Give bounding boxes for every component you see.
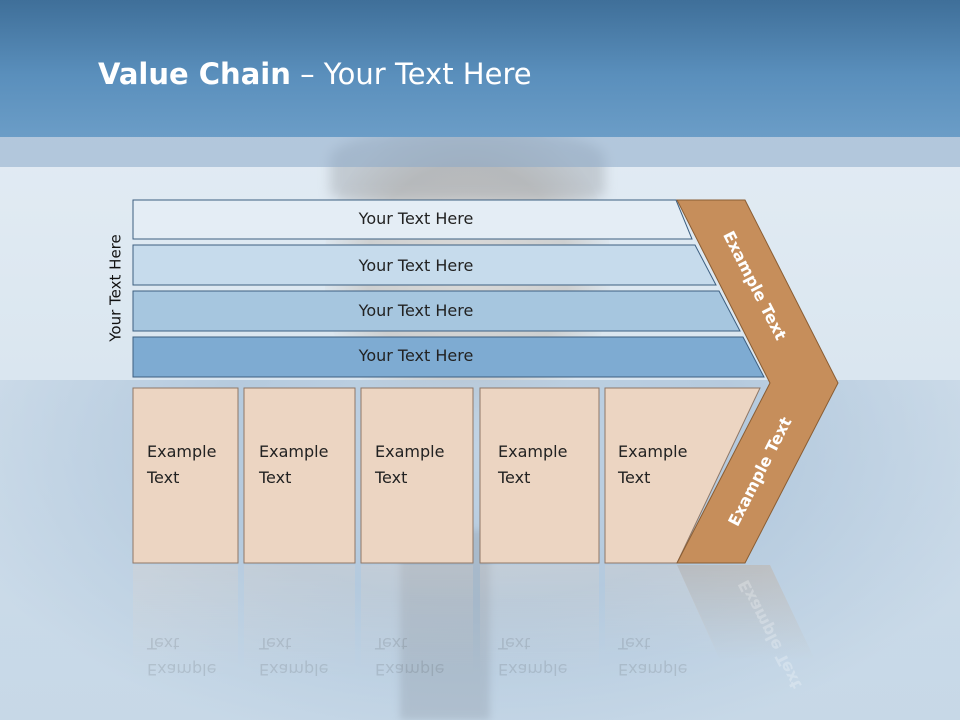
box-4-reflection: Example Text	[498, 630, 588, 682]
bar-1-label: Your Text Here	[358, 209, 474, 228]
box-3-line-2: Text	[375, 468, 408, 487]
chevron-shape	[676, 199, 839, 564]
box-5-reflection-line-1: Example	[618, 660, 688, 679]
box-2-label: Example Text	[259, 439, 349, 491]
box-2-line-1: Example	[259, 442, 329, 461]
box-1-shape	[132, 387, 239, 564]
bar-3-label: Your Text Here	[358, 301, 474, 320]
box-2-reflection-line-1: Example	[259, 660, 329, 679]
box-3-reflection-line-2: Text	[375, 634, 408, 653]
title-banner-strip	[0, 137, 960, 167]
box-2-line-2: Text	[259, 468, 292, 487]
bar-2-label: Your Text Here	[358, 256, 474, 275]
box-1-line-2: Text	[147, 468, 180, 487]
box-4-label: Example Text	[498, 439, 588, 491]
box-5-label: Example Text	[618, 439, 708, 491]
box-3-reflection-line-1: Example	[375, 660, 445, 679]
bar-4-label: Your Text Here	[358, 346, 474, 365]
box-4-line-1: Example	[498, 442, 568, 461]
slide-title-bold: Value Chain	[98, 57, 291, 91]
box-1-label: Example Text	[147, 439, 237, 491]
box-1-reflection-line-1: Example	[147, 660, 217, 679]
box-1-reflection-line-2: Text	[147, 634, 180, 653]
bar-1-shape	[132, 199, 693, 240]
box-3-line-1: Example	[375, 442, 445, 461]
box-5-reflection-line-2: Text	[618, 634, 651, 653]
bar-3-shape	[132, 290, 741, 332]
bar-2-shape	[132, 244, 717, 286]
slide-title-rest: – Your Text Here	[300, 57, 532, 91]
box-5-line-2: Text	[618, 468, 651, 487]
box-2-reflection: Example Text	[259, 630, 349, 682]
title-banner	[0, 0, 960, 137]
box-reflections	[133, 565, 815, 675]
box-4-line-2: Text	[498, 468, 531, 487]
box-3-reflection: Example Text	[375, 630, 465, 682]
slide-title: Value Chain – Your Text Here	[98, 52, 532, 96]
box-1-line-1: Example	[147, 442, 217, 461]
box-4-shape	[479, 387, 600, 564]
box-2-reflection-line-2: Text	[259, 634, 292, 653]
bar-4-shape	[132, 336, 765, 378]
box-2-shape	[243, 387, 356, 564]
box-1-reflection: Example Text	[147, 630, 237, 682]
box-5-reflection: Example Text	[618, 630, 708, 682]
box-5-line-1: Example	[618, 442, 688, 461]
box-4-reflection-line-2: Text	[498, 634, 531, 653]
box-3-label: Example Text	[375, 439, 465, 491]
box-3-shape	[360, 387, 474, 564]
box-4-reflection-line-1: Example	[498, 660, 568, 679]
